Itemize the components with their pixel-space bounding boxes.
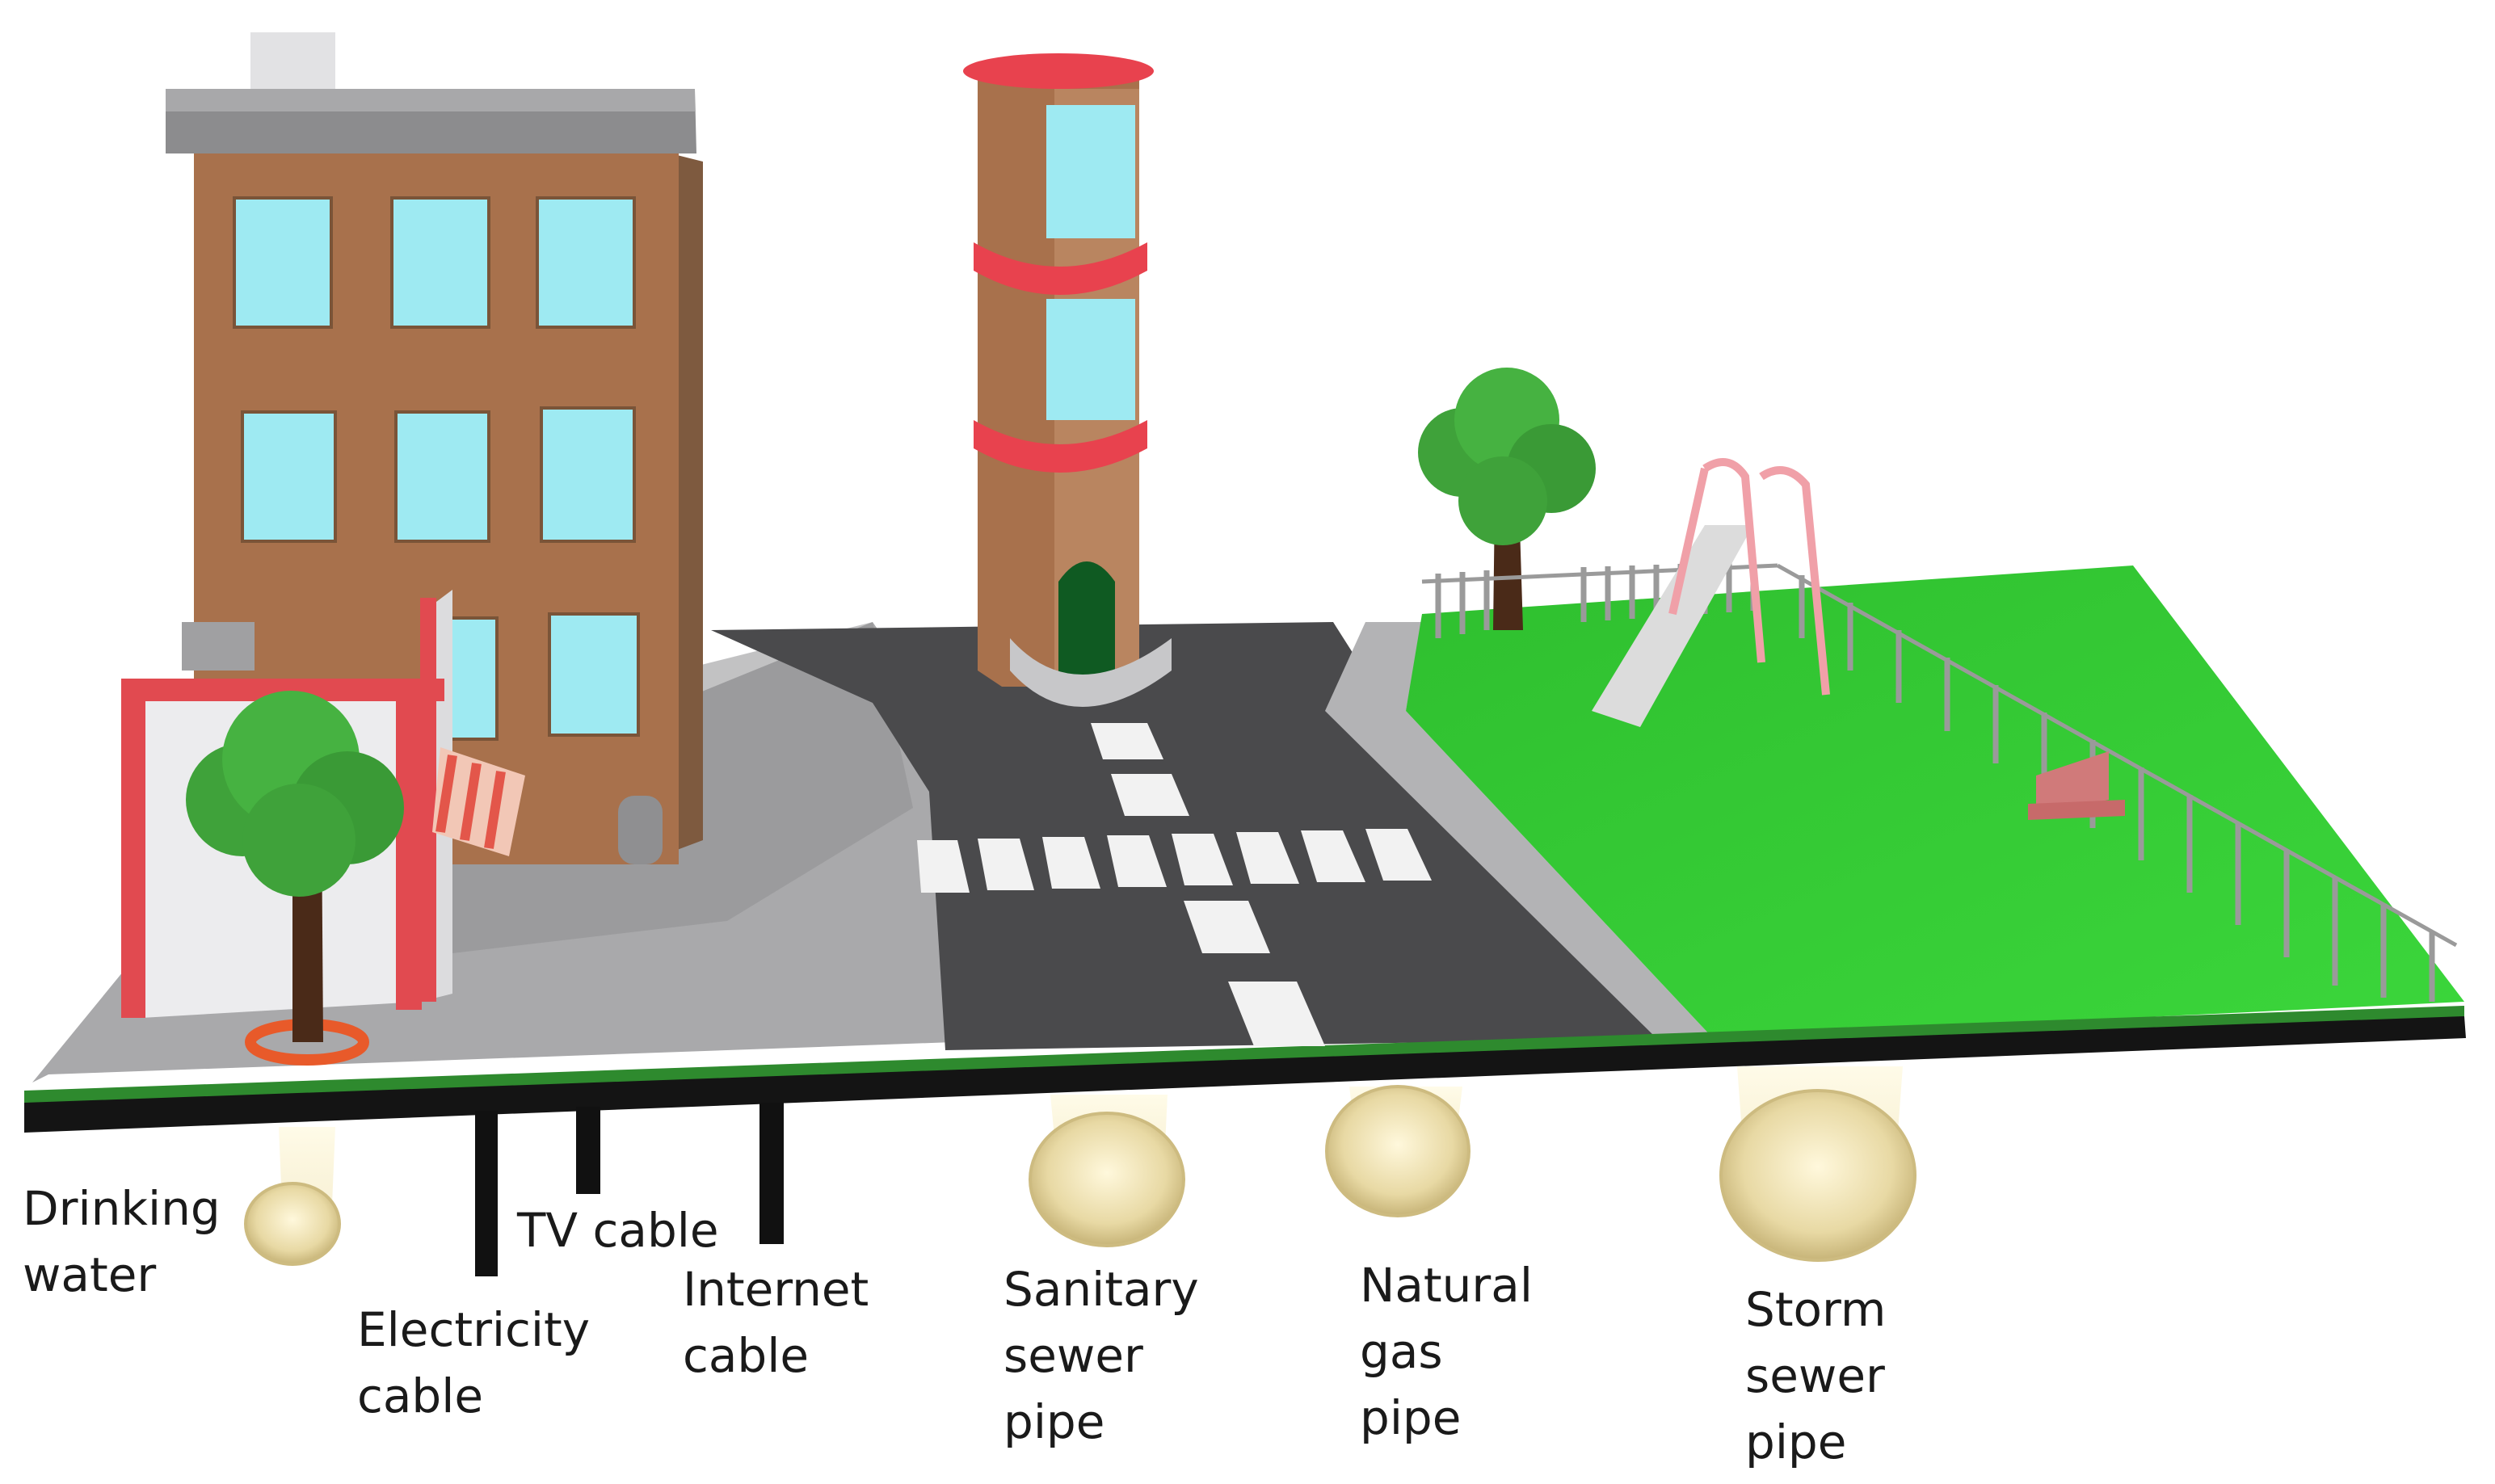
park-bench xyxy=(2028,751,2125,820)
corner-tower xyxy=(963,53,1172,707)
tv-cable xyxy=(576,1107,600,1194)
label-natural-gas-pipe: Natural gas pipe xyxy=(1360,1258,1533,1445)
tree-park xyxy=(1418,368,1596,630)
electricity-cable xyxy=(475,1111,498,1276)
plate-base xyxy=(24,1016,2466,1133)
crosswalk-vertical xyxy=(1091,723,1325,1046)
sidewalk-right xyxy=(1325,622,1713,1038)
internet-cable xyxy=(759,1103,784,1244)
natural-gas-pipe xyxy=(1325,1085,1470,1217)
tower-door xyxy=(1058,561,1115,679)
label-storm-sewer-pipe: Storm sewer pipe xyxy=(1745,1282,1887,1469)
crosswalk-horizontal xyxy=(917,829,1432,893)
label-electricity-cable: Electricity cable xyxy=(357,1302,591,1423)
building-windows xyxy=(233,196,640,741)
label-drinking-water: Drinking water xyxy=(23,1181,221,1302)
drinking-water-pipe xyxy=(244,1127,341,1266)
park-grass xyxy=(1406,565,2464,1038)
tree-left xyxy=(186,691,404,1066)
park-fence xyxy=(1421,561,2458,1002)
label-tv-cable: TV cable xyxy=(517,1203,719,1258)
storm-sewer-pipe xyxy=(1719,1066,1916,1262)
sanitary-sewer-pipe xyxy=(1029,1095,1185,1247)
playground-slide xyxy=(1592,458,1830,727)
label-internet-cable: Internet cable xyxy=(683,1262,869,1383)
label-sanitary-sewer-pipe: Sanitary sewer pipe xyxy=(1003,1262,1199,1449)
